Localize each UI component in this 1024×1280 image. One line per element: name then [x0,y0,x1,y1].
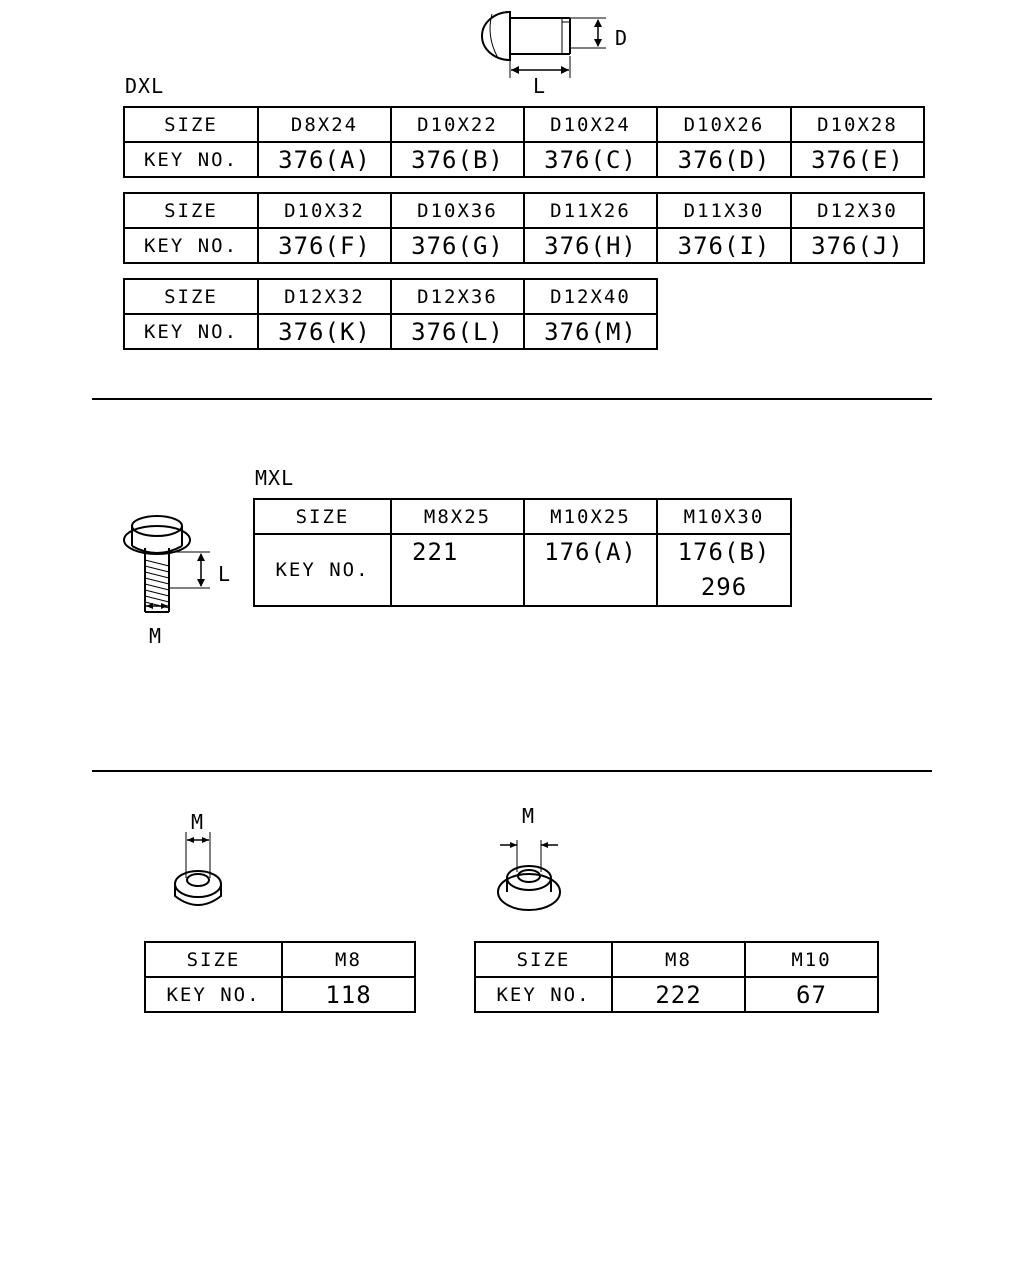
key-cell: 176(A) [523,533,658,607]
size-cell: D12X32 [257,278,392,315]
size-cell: M8 [281,941,416,978]
key-cell: 118 [281,976,416,1013]
key-cell: 176(B) 296 [656,533,792,607]
size-cell: M10 [744,941,879,978]
rivet-dim-d-label: D [615,26,629,50]
key-cell: 376(F) [257,227,392,264]
size-row: SIZE M8 M10 [474,941,879,978]
key-cell: 376(A) [257,141,392,178]
key-no-header: KEY NO. [474,976,613,1013]
size-header: SIZE [253,498,392,535]
size-row: SIZE M8X25 M10X25 M10X30 [253,498,792,535]
key-cell: 376(K) [257,313,392,350]
key-cell: 376(C) [523,141,658,178]
size-cell: D12X30 [790,192,925,229]
key-value: 296 [700,573,748,601]
size-cell: D10X22 [390,106,525,143]
size-cell: M10X25 [523,498,658,535]
size-cell: M10X30 [656,498,792,535]
dxl-size-table-3: SIZE D12X32 D12X36 D12X40 KEY NO. 376(K)… [123,278,658,350]
key-cell: 221 [390,533,525,607]
key-cell: 222 [611,976,746,1013]
size-cell: D8X24 [257,106,392,143]
key-no-header: KEY NO. [123,313,259,350]
key-row: KEY NO. 221 176(A) 176(B) 296 [253,533,792,607]
key-cell: 376(B) [390,141,525,178]
size-cell: D12X36 [390,278,525,315]
dxl-size-table-1: SIZE D8X24 D10X22 D10X24 D10X26 D10X28 K… [123,106,925,178]
key-no-header: KEY NO. [123,227,259,264]
key-no-header: KEY NO. [144,976,283,1013]
key-row: KEY NO. 376(K) 376(L) 376(M) [123,313,658,350]
key-no-header: KEY NO. [253,533,392,607]
size-cell: D10X24 [523,106,658,143]
key-cell: 67 [744,976,879,1013]
size-row: SIZE D12X32 D12X36 D12X40 [123,278,658,315]
size-cell: D10X26 [656,106,792,143]
key-value: 176(A) [544,538,637,566]
nut2-dim-m-label: M [522,804,536,828]
key-value: 176(B) [677,538,771,566]
mxl-size-table: SIZE M8X25 M10X25 M10X30 KEY NO. 221 176… [253,498,792,607]
rivet-dim-l-label: L [533,74,547,98]
bolt-dim-m-label: M [149,624,163,648]
key-row: KEY NO. 376(A) 376(B) 376(C) 376(D) 376(… [123,141,925,178]
size-cell: D11X30 [656,192,792,229]
key-no-header: KEY NO. [123,141,259,178]
key-cell: 376(H) [523,227,658,264]
key-cell: 376(J) [790,227,925,264]
key-cell: 376(L) [390,313,525,350]
size-cell: D12X40 [523,278,658,315]
nut2-size-table: SIZE M8 M10 KEY NO. 222 67 [474,941,879,1013]
bolt-dim-l-label: L [218,562,232,586]
dxl-size-table-2: SIZE D10X32 D10X36 D11X26 D11X30 D12X30 … [123,192,925,264]
section-divider [92,770,932,772]
key-row: KEY NO. 118 [144,976,416,1013]
size-cell: D10X32 [257,192,392,229]
rivet-drawing [481,10,606,78]
size-row: SIZE D8X24 D10X22 D10X24 D10X26 D10X28 [123,106,925,143]
key-value: 221 [412,538,459,566]
key-cell: 376(E) [790,141,925,178]
key-cell: 376(D) [656,141,792,178]
size-row: SIZE D10X32 D10X36 D11X26 D11X30 D12X30 [123,192,925,229]
size-header: SIZE [123,278,259,315]
nut1-size-table: SIZE M8 KEY NO. 118 [144,941,416,1013]
mxl-section-label: MXL [255,466,295,490]
dxl-section-label: DXL [125,74,165,98]
size-cell: M8X25 [390,498,525,535]
section-divider [92,398,932,400]
size-cell: D11X26 [523,192,658,229]
key-row: KEY NO. 222 67 [474,976,879,1013]
size-header: SIZE [123,192,259,229]
key-cell: 376(G) [390,227,525,264]
size-cell: D10X36 [390,192,525,229]
key-cell: 376(I) [656,227,792,264]
size-header: SIZE [474,941,613,978]
flange-nut-drawing [497,840,561,911]
key-cell: 376(M) [523,313,658,350]
nut1-dim-m-label: M [191,810,205,834]
key-row: KEY NO. 376(F) 376(G) 376(H) 376(I) 376(… [123,227,925,264]
hex-nut-drawing [174,832,222,906]
flange-bolt-drawing [123,515,210,613]
size-header: SIZE [123,106,259,143]
size-cell: D10X28 [790,106,925,143]
size-row: SIZE M8 [144,941,416,978]
size-cell: M8 [611,941,746,978]
size-header: SIZE [144,941,283,978]
